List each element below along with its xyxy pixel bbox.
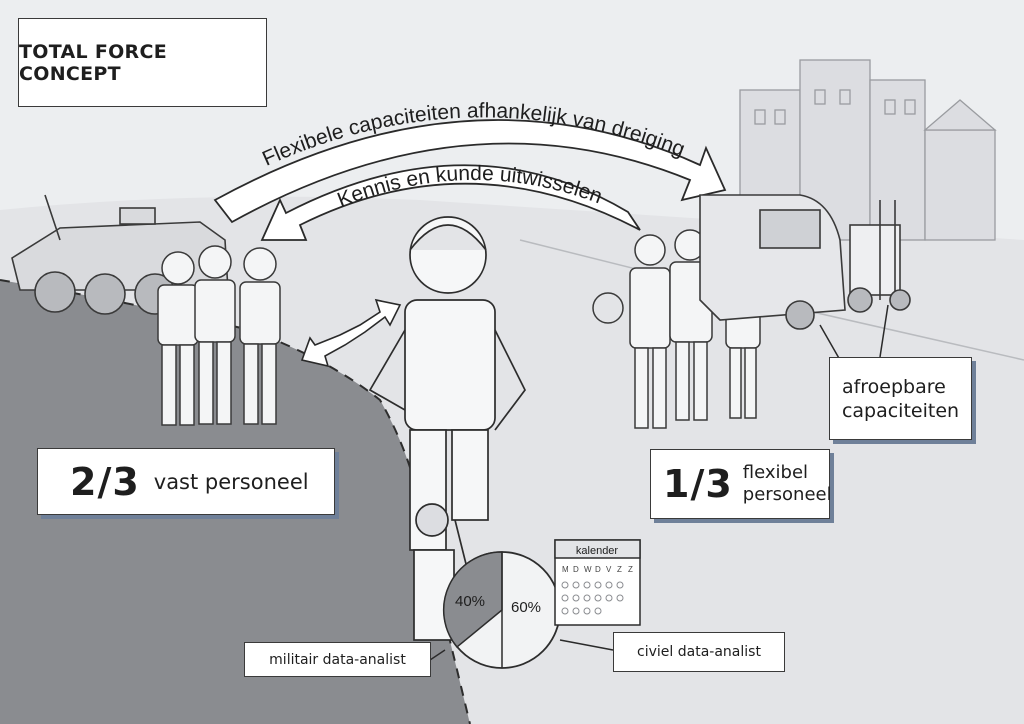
civil-connector — [559, 639, 614, 651]
on-call-line2: capaciteiten — [841, 399, 960, 422]
inner-arrow — [260, 164, 641, 241]
fixed-staff-box: 2/3 vast personeel — [37, 448, 335, 515]
flexible-staff-box: 1/3 flexibel personeel — [650, 449, 832, 519]
flexible-label-line2: personeel — [742, 484, 832, 505]
military-analyst-label: militair data-analist — [269, 651, 406, 668]
flexible-fraction: 1/3 — [663, 462, 733, 506]
civil-analyst-label: civiel data-analist — [637, 644, 761, 660]
civil-percent: 60% — [511, 599, 541, 616]
calendar-label: kalender — [576, 545, 619, 557]
calendar-day-2: D — [573, 565, 579, 574]
calendar-day-6: Z — [617, 565, 622, 574]
calendar-day-7: Z — [628, 565, 633, 574]
van — [699, 194, 846, 330]
calendar-day-1: M — [562, 565, 569, 574]
military-analyst-box: militair data-analist — [244, 642, 431, 677]
flexible-label: flexibel personeel — [743, 462, 832, 506]
fixed-fraction: 2/3 — [70, 459, 140, 504]
civil-analyst-box: civiel data-analist — [613, 632, 785, 672]
on-call-label: afroepbare capaciteiten — [842, 375, 959, 423]
military-percent: 40% — [455, 593, 485, 610]
civilians-group — [592, 229, 761, 429]
calendar: kalender M D W D V Z Z — [554, 539, 641, 626]
military-connector — [429, 649, 446, 661]
on-call-box: afroepbare capaciteiten — [829, 357, 972, 440]
calendar-day-3: W — [584, 565, 592, 574]
forklift — [847, 200, 911, 313]
calendar-day-4: D — [595, 565, 601, 574]
title-box: TOTAL FORCE CONCEPT — [18, 18, 267, 107]
soldiers-group — [157, 245, 281, 426]
on-call-line1: afroepbare — [841, 375, 946, 398]
calendar-day-5: V — [606, 565, 612, 574]
split-circle: 40% 60% — [442, 551, 561, 669]
fixed-label: vast personeel — [153, 469, 309, 494]
afroep-connector-2 — [879, 304, 889, 358]
flexible-label-line1: flexibel — [742, 462, 809, 483]
afroep-connector-1 — [819, 324, 841, 361]
exchange-arrow — [300, 298, 402, 368]
page-title: TOTAL FORCE CONCEPT — [19, 40, 168, 85]
